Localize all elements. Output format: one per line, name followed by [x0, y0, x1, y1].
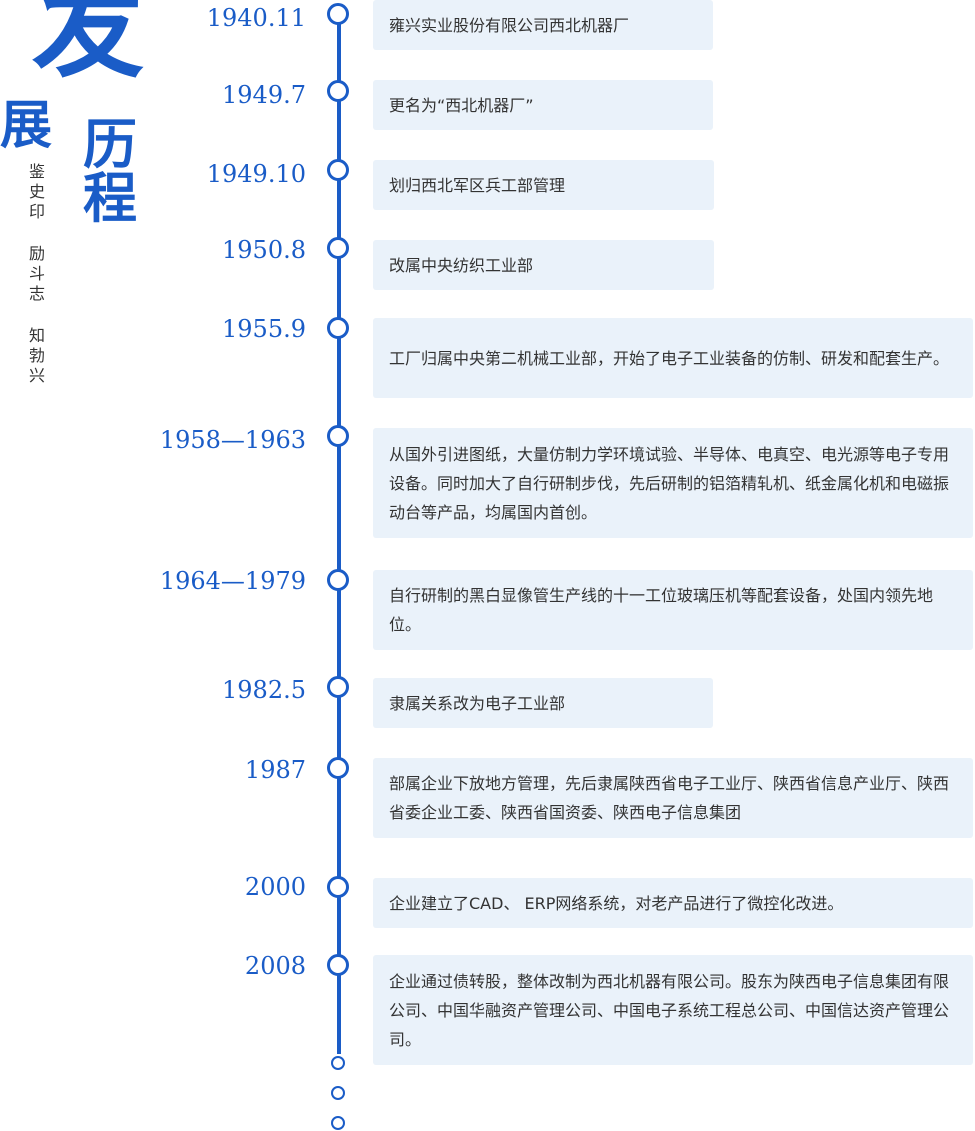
- timeline-card: 工厂归属中央第二机械工业部，开始了电子工业装备的仿制、研发和配套生产。: [373, 318, 973, 398]
- heading-fa: 发: [32, 0, 144, 93]
- timeline-text: 更名为“西北机器厂”: [389, 95, 534, 115]
- timeline-node: [327, 676, 349, 698]
- timeline-node: [327, 954, 349, 976]
- timeline-node: [327, 237, 349, 259]
- timeline-year: 1982.5: [222, 676, 306, 704]
- timeline-node: [327, 159, 349, 181]
- timeline-card: 企业通过债转股，整体改制为西北机器有限公司。股东为陕西电子信息集团有限公司、中国…: [373, 955, 973, 1065]
- slogan-column: 鉴史印 励斗志 知勃兴: [26, 162, 48, 408]
- timeline-year: 1940.11: [206, 4, 306, 32]
- timeline-card: 雍兴实业股份有限公司西北机器厂: [373, 0, 713, 50]
- timeline-year: 1964—1979: [159, 567, 306, 595]
- timeline-text: 隶属关系改为电子工业部: [389, 693, 566, 713]
- slogan-1: 鉴史印: [28, 162, 45, 221]
- timeline-text: 自行研制的黑白显像管生产线的十一工位玻璃压机等配套设备，处国内领先地位。: [389, 586, 934, 634]
- timeline-year: 1949.10: [206, 160, 306, 188]
- timeline-year: 1955.9: [222, 315, 306, 343]
- timeline-card: 划归西北军区兵工部管理: [373, 160, 714, 210]
- timeline-node: [327, 317, 349, 339]
- timeline-node: [327, 757, 349, 779]
- timeline-year: 2008: [244, 952, 306, 980]
- slogan-3: 知勃兴: [28, 326, 45, 385]
- timeline-node: [327, 80, 349, 102]
- timeline-node: [327, 876, 349, 898]
- continuation-dot: [331, 1086, 345, 1100]
- timeline-year: 1958—1963: [159, 426, 306, 454]
- timeline-text: 改属中央纺织工业部: [389, 255, 534, 275]
- timeline-card: 自行研制的黑白显像管生产线的十一工位玻璃压机等配套设备，处国内领先地位。: [373, 570, 973, 650]
- timeline-card: 隶属关系改为电子工业部: [373, 678, 713, 728]
- timeline-card: 改属中央纺织工业部: [373, 240, 714, 290]
- timeline-year: 1949.7: [222, 81, 306, 109]
- timeline-card: 企业建立了CAD、 ERP网络系统，对老产品进行了微控化改进。: [373, 878, 973, 928]
- timeline-card: 从国外引进图纸，大量仿制力学环境试验、半导体、电真空、电光源等电子专用设备。同时…: [373, 428, 973, 538]
- timeline-text: 企业建立了CAD、 ERP网络系统，对老产品进行了微控化改进。: [389, 893, 844, 913]
- timeline-text: 划归西北军区兵工部管理: [389, 175, 566, 195]
- timeline-text: 部属企业下放地方管理，先后隶属陕西省电子工业厅、陕西省信息产业厅、陕西省委企业工…: [389, 774, 950, 822]
- timeline-axis: [337, 14, 341, 1054]
- timeline-year: 2000: [244, 873, 306, 901]
- continuation-dot: [331, 1116, 345, 1130]
- timeline-node: [327, 425, 349, 447]
- heading-li: 历: [83, 113, 137, 176]
- timeline-card: 部属企业下放地方管理，先后隶属陕西省电子工业厅、陕西省信息产业厅、陕西省委企业工…: [373, 758, 973, 838]
- timeline-text: 企业通过债转股，整体改制为西北机器有限公司。股东为陕西电子信息集团有限公司、中国…: [389, 971, 950, 1049]
- timeline-card: 更名为“西北机器厂”: [373, 80, 713, 130]
- continuation-dot: [331, 1056, 345, 1070]
- timeline-text: 工厂归属中央第二机械工业部，开始了电子工业装备的仿制、研发和配套生产。: [389, 348, 950, 368]
- timeline-node: [327, 569, 349, 591]
- heading-zhan: 展: [0, 96, 53, 156]
- slogan-2: 励斗志: [28, 244, 45, 303]
- heading-licheng: 历 程: [82, 118, 138, 226]
- timeline-year: 1987: [244, 756, 306, 784]
- timeline-node: [327, 3, 349, 25]
- heading-cheng: 程: [83, 167, 137, 230]
- timeline-text: 从国外引进图纸，大量仿制力学环境试验、半导体、电真空、电光源等电子专用设备。同时…: [389, 444, 950, 522]
- timeline-text: 雍兴实业股份有限公司西北机器厂: [389, 15, 630, 35]
- timeline-year: 1950.8: [222, 236, 306, 264]
